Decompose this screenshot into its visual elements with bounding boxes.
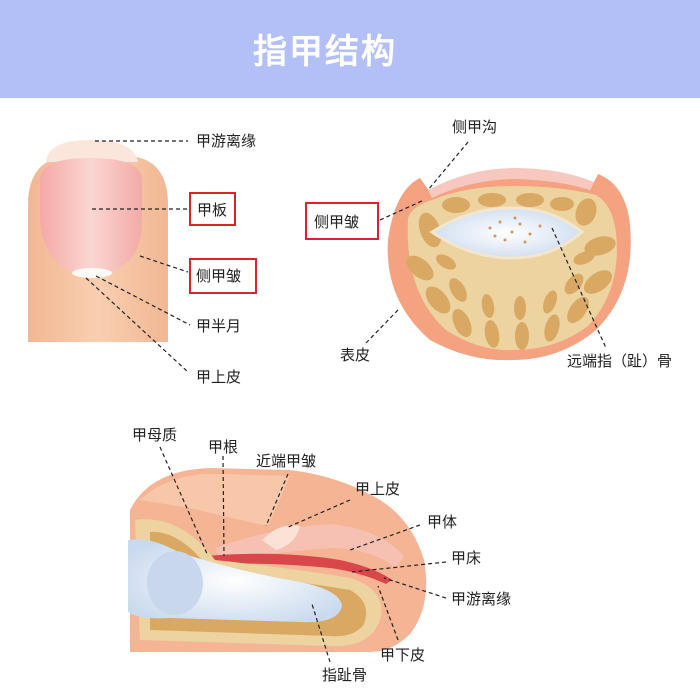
label-phalanx: 指趾骨: [322, 666, 367, 684]
label-lateral-fold: 侧甲皱: [196, 267, 241, 285]
label-lateral-fold-cross: 侧甲皱: [314, 213, 359, 231]
nail-root-red: [205, 553, 392, 584]
label-nail-plate: 甲板: [197, 201, 227, 219]
title-banner: 指甲结构: [0, 0, 700, 98]
label-distal-phalanx: 远端指（趾）骨: [567, 352, 672, 370]
fat-lobules: [406, 193, 616, 350]
fingertip-side-view: [128, 468, 427, 652]
label-proximal-fold: 近端甲皱: [256, 452, 316, 470]
label-epidermis: 表皮: [340, 346, 370, 364]
nail-body-shape: [215, 524, 404, 568]
page-title: 指甲结构: [253, 32, 397, 72]
label-lateral-groove: 侧甲沟: [452, 118, 497, 136]
nail-plate-cross: [428, 168, 594, 198]
nail-structure-diagram: 甲游离缘 甲板 侧甲皱 甲半月 甲上皮: [28, 118, 672, 684]
label-nail-body: 甲体: [427, 513, 457, 531]
highlight-box-nail-plate: [189, 192, 236, 226]
label-free-edge: 甲游离缘: [196, 132, 256, 150]
highlight-box-lateral-fold-cross: [305, 202, 379, 240]
label-free-edge-side: 甲游离缘: [451, 590, 511, 608]
bone-joint: [147, 551, 203, 615]
label-matrix: 甲母质: [132, 426, 177, 444]
label-cuticle: 甲上皮: [196, 368, 241, 386]
label-nail-root: 甲根: [208, 438, 238, 456]
label-hyponychium: 甲下皮: [380, 646, 425, 664]
nail-plate: [40, 158, 142, 276]
distal-phalanx-bone: [429, 206, 585, 260]
fingertip-front-view: [28, 140, 168, 342]
eponychium-highlight: [262, 525, 300, 550]
fingertip-cross-section: [387, 168, 631, 361]
nail-free-edge: [46, 140, 138, 162]
label-nail-bed: 甲床: [451, 549, 481, 567]
label-eponychium: 甲上皮: [355, 480, 400, 498]
bone-dots: [488, 216, 542, 244]
label-lunula: 甲半月: [196, 317, 241, 335]
highlight-box-lateral-fold: [189, 258, 257, 294]
lunula-shape: [72, 268, 112, 278]
